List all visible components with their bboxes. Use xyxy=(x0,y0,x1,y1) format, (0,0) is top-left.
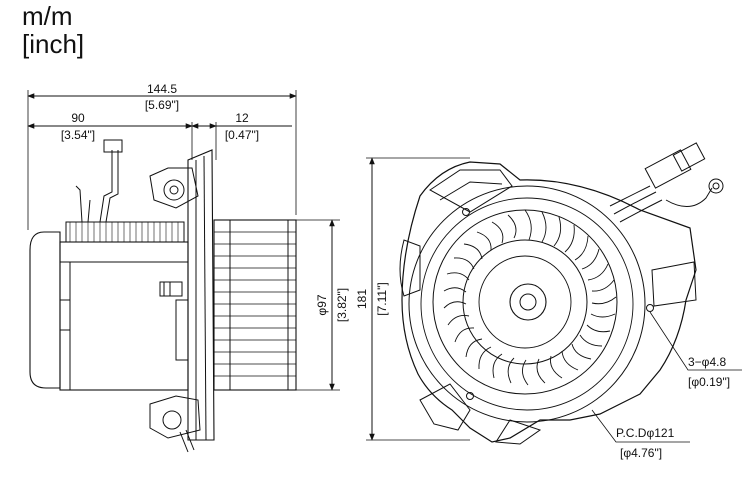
mounting-flange xyxy=(187,149,215,441)
overall-length-inch: [5.69"] xyxy=(145,98,179,112)
impeller-blades xyxy=(443,209,617,386)
leader-holes xyxy=(649,311,742,371)
blower-housing xyxy=(401,161,697,443)
pcd-value: P.C.Dφ121 xyxy=(616,426,675,440)
shaft xyxy=(519,293,537,311)
unit-label-inch: [inch] xyxy=(22,29,85,59)
lead-wires xyxy=(75,139,123,223)
side-view xyxy=(27,90,340,453)
holes-inch: [φ0.19"] xyxy=(688,375,730,389)
flange-offset-value: 12 xyxy=(235,111,249,125)
mounting-hole xyxy=(466,392,474,400)
motor-length-value: 90 xyxy=(71,111,85,125)
mounting-hole xyxy=(462,208,470,216)
leader-pcd xyxy=(591,409,690,443)
winding-lines xyxy=(69,222,179,242)
holes-value: 3−φ4.8 xyxy=(688,355,726,369)
unit-label-mm: m/m xyxy=(22,1,73,31)
front-view xyxy=(366,142,742,445)
wire-harness xyxy=(609,142,724,223)
blower-wheel xyxy=(213,219,297,391)
wheel-diameter-value: φ97 xyxy=(315,294,329,315)
motor-end-cap xyxy=(29,231,61,389)
flange-offset-inch: [0.47"] xyxy=(225,128,259,142)
overall-length-value: 144.5 xyxy=(147,82,177,96)
motor-length-inch: [3.54"] xyxy=(61,128,95,142)
height-inch: [7.11"] xyxy=(375,282,389,315)
mounting-hole xyxy=(646,304,654,312)
wheel-blades xyxy=(214,231,296,377)
shaft-boss xyxy=(509,283,547,321)
motor-body xyxy=(59,241,189,391)
impeller-inner xyxy=(462,239,588,365)
height-value: 181 xyxy=(355,289,369,309)
pcd-inch: [φ4.76"] xyxy=(620,446,662,460)
impeller-hub-ring xyxy=(478,255,572,349)
wheel-diameter-inch: [3.82"] xyxy=(335,288,349,322)
